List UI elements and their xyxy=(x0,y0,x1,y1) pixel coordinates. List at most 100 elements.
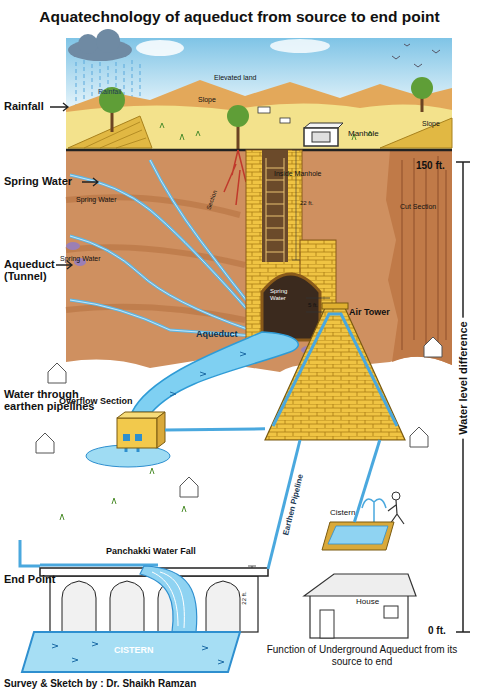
node-outline xyxy=(322,522,394,550)
tree-trunk xyxy=(112,92,422,150)
label-text: End Point xyxy=(4,573,74,585)
spring-highlight xyxy=(70,160,262,336)
node-panchakki: Panchakki Water Fall xyxy=(40,562,268,632)
grass xyxy=(160,123,372,140)
overflow-front xyxy=(117,418,157,448)
label-text: Aqueduct xyxy=(196,330,256,340)
label-text: 150 ft. xyxy=(416,160,460,171)
slope xyxy=(68,116,152,148)
cistern-pool xyxy=(22,632,240,672)
label-text: Water through earthen pipelines xyxy=(4,388,116,412)
grass xyxy=(60,468,186,520)
label-text: Slope xyxy=(422,120,452,128)
air-tower-cap xyxy=(322,303,348,309)
house-window xyxy=(384,606,398,618)
node-text: Air Tower xyxy=(349,308,409,318)
label-text: Cut Section xyxy=(400,203,452,211)
house-roof xyxy=(304,574,416,596)
slope-hatching xyxy=(84,122,146,148)
rain-cloud xyxy=(68,29,330,61)
arch xyxy=(110,581,144,632)
rock xyxy=(66,242,80,250)
top-pipe xyxy=(40,564,158,567)
arch xyxy=(206,581,240,632)
edge-label: Earthen Pipeline xyxy=(282,473,306,536)
slope xyxy=(380,118,452,148)
label-text: Rainfall xyxy=(98,88,138,96)
node-outline xyxy=(302,122,344,148)
node-manhole: Manhole xyxy=(302,122,344,148)
person xyxy=(388,500,404,524)
node-text: Manhole xyxy=(348,130,404,139)
person-head xyxy=(392,492,400,500)
air-tower-body xyxy=(265,308,405,440)
label-text: Spring Water xyxy=(60,255,120,263)
shaft-interior xyxy=(262,150,288,262)
label-text: Survey & Sketch by : Dr. Shaikh Ramzan xyxy=(4,678,324,689)
surface-marker xyxy=(258,107,270,113)
air-tower-pipe xyxy=(273,314,397,426)
label-text: Spring Water xyxy=(270,288,302,301)
cistern-water xyxy=(328,526,388,544)
fountain xyxy=(362,499,386,522)
level-scale xyxy=(456,162,470,632)
label-text: 22 ft. xyxy=(300,200,326,207)
overflow-spout xyxy=(135,434,142,441)
earthen-pipe xyxy=(165,429,265,430)
tree-crown xyxy=(227,105,249,127)
cistern-wall xyxy=(322,522,394,550)
waterfall-streak xyxy=(152,572,184,628)
fish xyxy=(170,352,246,396)
aqueduct-stream xyxy=(132,332,298,412)
label-text: Rainfall xyxy=(4,100,64,112)
label-text: Slope xyxy=(198,96,228,104)
house-wall xyxy=(310,594,408,638)
node-house: House xyxy=(300,572,418,638)
caption-text: Function of Underground Aqueduct from it… xyxy=(262,644,462,667)
label-text: Aqueduct (Tunnel) xyxy=(4,258,64,282)
label-text: Elevated land xyxy=(214,74,274,82)
manhole-box xyxy=(304,128,338,146)
cloud-part xyxy=(96,29,120,53)
label-text: 0 ft. xyxy=(428,625,463,636)
node-text: House xyxy=(356,598,396,607)
node-tower: Air Tower xyxy=(265,300,405,440)
spring-streams xyxy=(70,160,262,336)
cloud-part xyxy=(270,39,330,53)
earthen-pipe xyxy=(354,440,379,522)
manhole-opening xyxy=(312,132,330,142)
label-text: 22 ft. xyxy=(241,591,248,604)
birds xyxy=(392,44,440,67)
cloud-part xyxy=(136,40,184,56)
house-door xyxy=(320,610,334,638)
cloud-part xyxy=(78,34,98,54)
label-text: Spring Water xyxy=(4,175,84,187)
arch xyxy=(62,581,96,632)
inlet-pipe xyxy=(20,540,40,566)
node-text: CISTERN xyxy=(114,646,184,656)
label-text: 5 ft. xyxy=(308,302,332,309)
node-text: Panchakki Water Fall xyxy=(106,547,256,557)
node-outline xyxy=(117,412,165,448)
node-cistern: Cistern xyxy=(322,522,394,550)
surface-marker xyxy=(280,118,290,123)
tree-crown xyxy=(411,77,433,99)
node-text: Cistern xyxy=(330,509,380,518)
cut-section-streaks xyxy=(402,156,446,352)
shaft-dimension xyxy=(292,150,300,260)
label-text: Spring Water xyxy=(76,196,136,204)
label-text: Section xyxy=(205,189,218,210)
node-outline xyxy=(40,562,268,632)
node-overflow: Overflow Section xyxy=(117,412,165,448)
building-wall xyxy=(50,576,258,632)
diagram-title: Aquatechnology of aqueduct from source t… xyxy=(0,8,479,26)
label-text: Water level difference xyxy=(457,317,469,438)
fish xyxy=(52,642,224,664)
label-text: Inside Manhole xyxy=(274,170,344,178)
waterfall xyxy=(140,566,197,632)
elevated-land xyxy=(66,103,452,150)
